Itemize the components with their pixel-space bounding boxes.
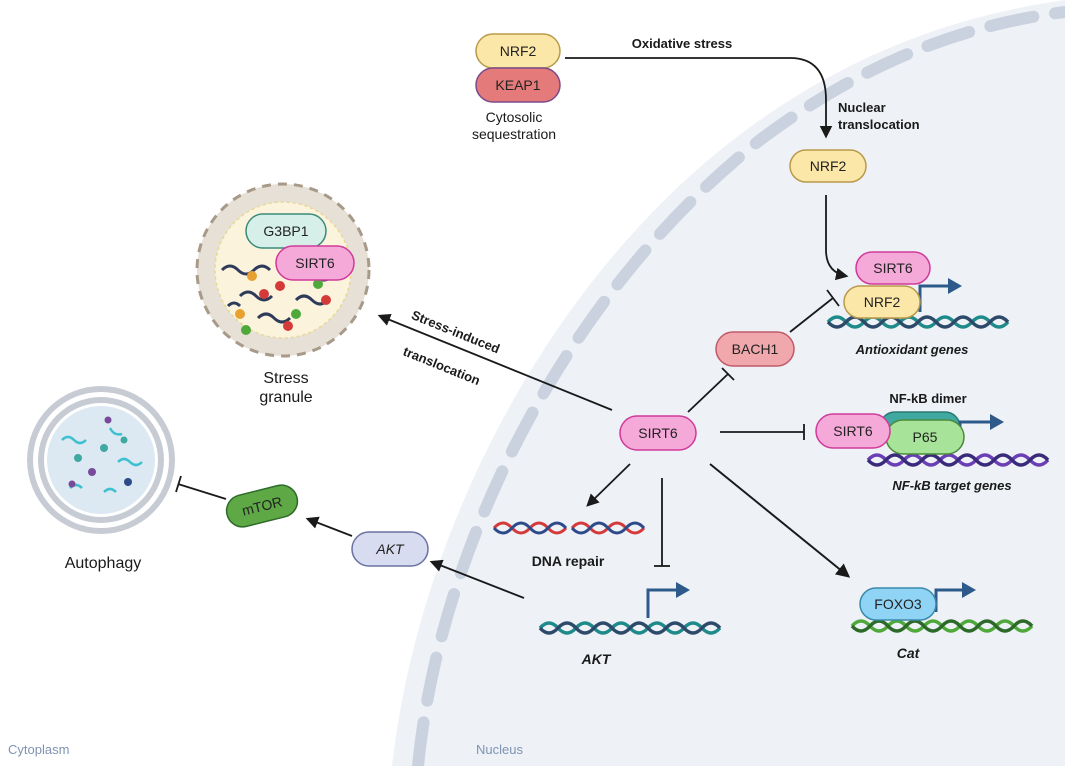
nrf2-cyto-label: NRF2 [500, 43, 537, 59]
akt-protein-pill [351, 531, 429, 567]
nrf2-nuc-pill [789, 149, 867, 183]
nfkb-target-genes-label: NF-kB target genes [892, 478, 1011, 493]
translocation-label: translocation [401, 344, 482, 389]
cat-gene-dna [850, 619, 1034, 633]
nucleus-region [392, 0, 1065, 766]
nfkb-tss-head [990, 414, 1004, 430]
mtor-autophagy-inhibit-bar [175, 475, 182, 493]
nrf2-complex-label: NRF2 [864, 294, 901, 310]
mtor-group: mTOR [225, 484, 299, 528]
sirt6-nfkb-label: SIRT6 [833, 423, 873, 439]
nuclear-label-2: translocation [838, 117, 920, 132]
akt-gene-tss-arrow [646, 588, 678, 618]
dna-repair-strands [492, 521, 646, 535]
nrf2-to-complex-arrow [825, 195, 849, 281]
oxidative-stress-label: Oxidative stress [632, 36, 732, 51]
bach1-inhibit-line [789, 297, 834, 333]
sirt6-bach1-inhibit-bar [721, 367, 735, 381]
stress-granule-label-1: Stress [263, 370, 308, 387]
autophagy-label: Autophagy [65, 555, 142, 572]
p65-label: P65 [913, 429, 938, 445]
dna-repair-label: DNA repair [532, 553, 605, 569]
sirt6-center-pill [619, 415, 697, 451]
stress-induced-label: Stress-induced [409, 307, 502, 356]
akt-gene-to-protein-arrow [429, 559, 525, 599]
sirt6-nfkb-pill [815, 413, 891, 449]
sirt6-bach1-inhibit-line [687, 373, 729, 413]
keap1-label: KEAP1 [495, 77, 540, 93]
sirt6-foxo3-arrow [709, 463, 851, 578]
cat-tss-head [962, 582, 976, 598]
sirt6-center-label: SIRT6 [638, 425, 678, 441]
cat-gene-label: Cat [897, 645, 921, 661]
sirt6-granule-pill [275, 245, 355, 281]
sirt6-dna-repair-arrow [586, 463, 631, 507]
nrf2-complex-pill [843, 285, 921, 319]
sirt6-granule-label: SIRT6 [295, 255, 335, 271]
stress-granule-label-2: granule [259, 389, 312, 406]
sirt6-antiox-pill [855, 251, 931, 285]
autophagosome [27, 386, 175, 534]
nucleus-label: Nucleus [476, 742, 523, 757]
antioxidant-genes-label: Antioxidant genes [855, 342, 969, 357]
nuclear-label-1: Nuclear [838, 100, 886, 115]
foxo3-label: FOXO3 [874, 596, 922, 612]
keap1-pill [475, 67, 561, 103]
cytosolic-label-2: sequestration [472, 126, 556, 142]
mtor-autophagy-inhibit-line [177, 483, 227, 500]
bach1-inhibit-bar [826, 289, 840, 307]
cytosolic-label-1: Cytosolic [486, 109, 543, 125]
nrf2-nuc-label: NRF2 [810, 158, 847, 174]
bach1-label: BACH1 [732, 341, 779, 357]
akt-protein-label: AKT [375, 541, 405, 557]
antioxidant-tss-head [948, 278, 962, 294]
bach1-pill [715, 331, 795, 367]
foxo3-pill [859, 587, 937, 621]
nuclear-membrane [412, 6, 1065, 766]
akt-mtor-arrow [305, 516, 353, 537]
nfkb-dna [866, 453, 1050, 467]
akt-gene-tss-head [676, 582, 690, 598]
mtor-pill [225, 484, 299, 528]
akt-gene-dna [538, 621, 722, 635]
akt-gene-label: AKT [581, 651, 612, 667]
cytoplasm-label: Cytoplasm [8, 742, 69, 757]
g3bp1-label: G3BP1 [263, 223, 308, 239]
oxidative-stress-arrow [565, 57, 833, 139]
sirt6-antiox-label: SIRT6 [873, 260, 913, 276]
sirt6-stress-granule-arrow [377, 313, 613, 411]
nfkb-dimer-label: NF-kB dimer [889, 391, 966, 406]
